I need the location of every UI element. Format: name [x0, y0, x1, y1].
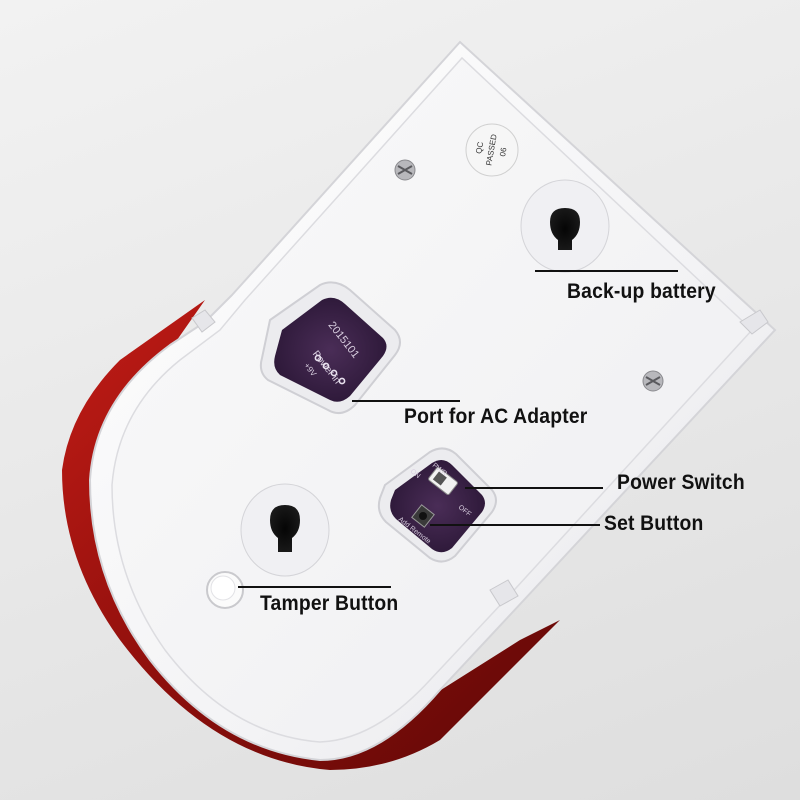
- housing-clip-bottom: [489, 579, 519, 607]
- power-switch-leader-line: [465, 487, 603, 489]
- keyhole-mount-top: [520, 179, 610, 273]
- backup-battery-label: Back-up battery: [567, 280, 716, 303]
- power-switch-label: Power Switch: [617, 471, 745, 494]
- set-button-label: Set Button: [604, 512, 704, 535]
- power-switch[interactable]: [428, 466, 458, 496]
- set-button-leader-line: [430, 524, 600, 526]
- ac-port-pins: [314, 354, 346, 385]
- tamper-button-leader-line: [238, 586, 391, 588]
- ac-adapter-port-label: Port for AC Adapter: [404, 405, 588, 428]
- keyhole-mount-bottom: [240, 483, 330, 577]
- svg-text:QC: QC: [474, 141, 485, 155]
- tamper-button-label: Tamper Button: [260, 592, 399, 615]
- switch-window: ON OFF PWR Add Remote: [377, 447, 497, 563]
- qc-sticker: QC PASSED 06: [465, 123, 519, 177]
- screw-right: [642, 370, 664, 392]
- ac-adapter-leader-line: [352, 400, 460, 402]
- housing-clip-right: [739, 309, 769, 335]
- battery-leader-line: [535, 270, 678, 272]
- screw-top: [394, 159, 416, 181]
- housing-clip-left: [191, 309, 216, 333]
- svg-text:ON: ON: [409, 468, 422, 480]
- ac-adapter-window: 2015101 Power in +9V: [259, 281, 401, 415]
- svg-text:06: 06: [498, 146, 509, 157]
- tamper-button[interactable]: [206, 571, 244, 609]
- set-button[interactable]: [411, 504, 435, 528]
